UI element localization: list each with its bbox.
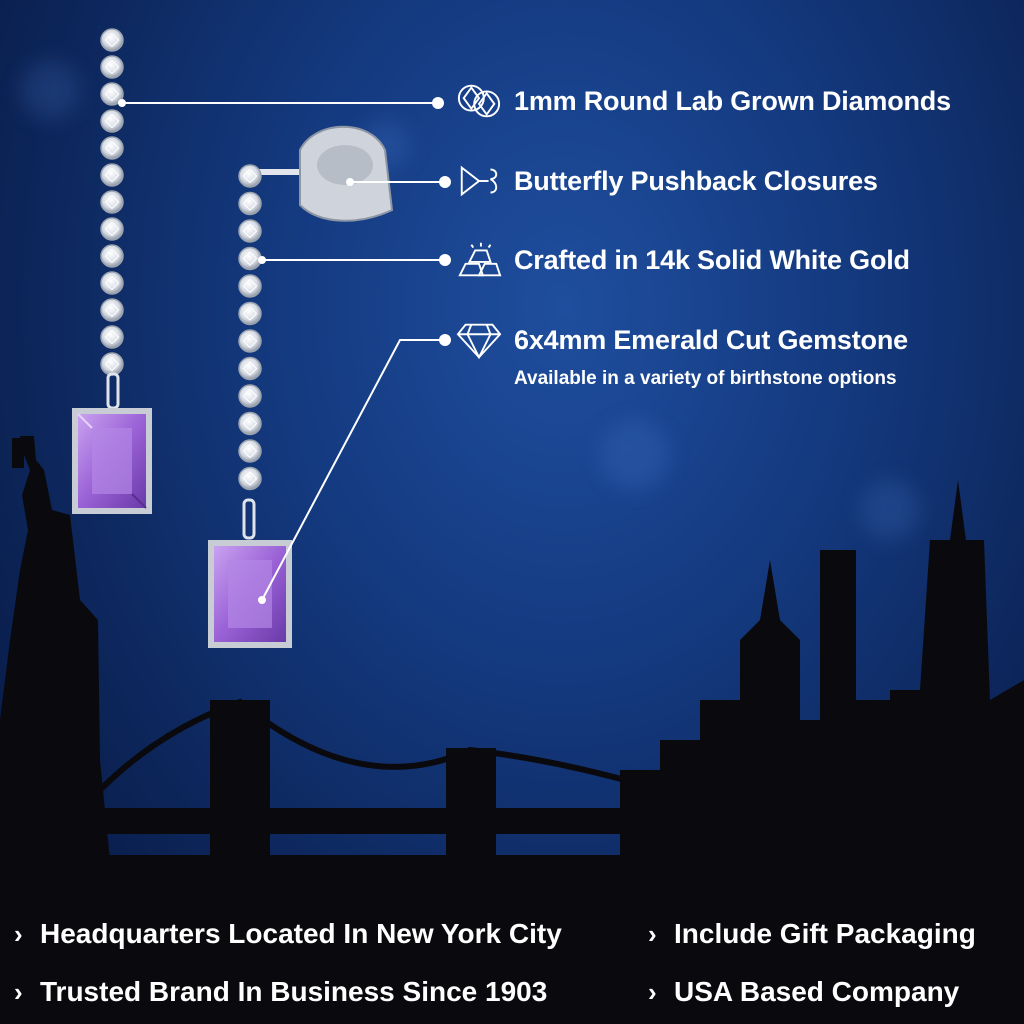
footer-item-label: Include Gift Packaging [674, 918, 976, 949]
diamond-chain-left [100, 28, 124, 376]
diamond-facet [104, 194, 120, 210]
diamond-stone [100, 325, 124, 349]
diamond-facet [242, 333, 258, 349]
diamond-stone [238, 439, 262, 463]
diamond-stone [100, 190, 124, 214]
diamond-stone [238, 384, 262, 408]
diamond-facet [104, 32, 120, 48]
feature-diamonds-label: 1mm Round Lab Grown Diamonds [514, 85, 951, 116]
diamond-stone [100, 217, 124, 241]
diamond-facet [104, 59, 120, 75]
footer-item-label: Trusted Brand In Business Since 1903 [40, 976, 548, 1007]
diamond-facet [104, 302, 120, 318]
footer-item-label: Headquarters Located In New York City [40, 918, 562, 949]
gold-bars-icon [456, 240, 502, 280]
diamond-stone [100, 82, 124, 106]
chevron-right-icon: › [14, 918, 23, 949]
feature-diamonds: 1mm Round Lab Grown Diamonds [456, 81, 951, 121]
diamond-facet [104, 356, 120, 372]
diamond-stone [238, 301, 262, 326]
bokeh-light [860, 480, 920, 540]
footer-item-headquarters: › Headquarters Located In New York City [14, 918, 562, 950]
diamond-stone [100, 271, 124, 295]
diamond-facet [104, 275, 120, 291]
diamond-facet [242, 196, 258, 211]
diamond-stone [238, 274, 262, 298]
diamond-facet [242, 443, 258, 459]
feature-closures: Butterfly Pushback Closures [456, 161, 878, 201]
diamond-facet [242, 416, 258, 431]
round-diamonds-icon [456, 81, 502, 121]
diamond-stone [100, 298, 124, 322]
earring-left [72, 28, 152, 514]
feature-gold-label: Crafted in 14k Solid White Gold [514, 244, 910, 275]
footer-item-gift: › Include Gift Packaging [648, 918, 976, 950]
diamond-stone [100, 55, 124, 79]
footer-item-usa: › USA Based Company [648, 976, 959, 1008]
chevron-right-icon: › [14, 976, 23, 1007]
footer-item-label: USA Based Company [674, 976, 960, 1007]
chevron-right-icon: › [648, 918, 657, 949]
diamond-stone [100, 109, 124, 133]
diamond-facet [104, 86, 120, 102]
feature-gemstone-label: 6x4mm Emerald Cut Gemstone [514, 324, 908, 355]
chevron-right-icon: › [648, 976, 657, 1007]
diamond-facet [104, 329, 120, 345]
diamond-stone [238, 411, 262, 436]
diamond-facet [104, 221, 120, 237]
diamond-stone [238, 246, 262, 271]
diamond-facet [242, 251, 258, 266]
footer-item-trusted: › Trusted Brand In Business Since 1903 [14, 976, 547, 1008]
diamond-facet [242, 278, 258, 294]
diamond-stone [100, 28, 124, 52]
nyc-skyline-silhouette [0, 436, 1024, 1024]
diamond-stone [238, 164, 262, 188]
diamond-facet [242, 223, 258, 239]
feature-gold: Crafted in 14k Solid White Gold [456, 240, 910, 280]
feature-gemstone-sublabel: Available in a variety of birthstone opt… [514, 368, 897, 389]
earring-right [208, 125, 394, 648]
diamond-stone [238, 356, 262, 381]
feature-gemstone: 6x4mm Emerald Cut Gemstone [456, 320, 908, 360]
diamond-facet [242, 306, 258, 321]
diamond-facet [242, 388, 258, 404]
diamond-stone [100, 244, 124, 268]
diamond-stone [100, 136, 124, 160]
diamond-stone [100, 352, 124, 376]
diamond-stone [238, 191, 262, 216]
diamond-facet [104, 113, 120, 129]
feature-closures-label: Butterfly Pushback Closures [514, 165, 878, 196]
butterfly-pushback-icon [456, 161, 502, 201]
callout-lines [118, 97, 451, 604]
bokeh-light [600, 420, 670, 490]
diamond-stone [238, 329, 262, 353]
diamond-facet [242, 168, 258, 184]
bokeh-light [20, 60, 80, 120]
diamond-chain-right [238, 164, 262, 491]
emerald-cut-gem-icon [456, 320, 502, 360]
diamond-stone [238, 219, 262, 243]
diamond-stone [100, 163, 124, 187]
diamond-facet [242, 471, 258, 486]
diamond-facet [242, 361, 258, 376]
diamond-facet [104, 248, 120, 264]
diamond-facet [104, 167, 120, 183]
diamond-stone [238, 466, 262, 491]
diamond-facet [104, 140, 120, 156]
